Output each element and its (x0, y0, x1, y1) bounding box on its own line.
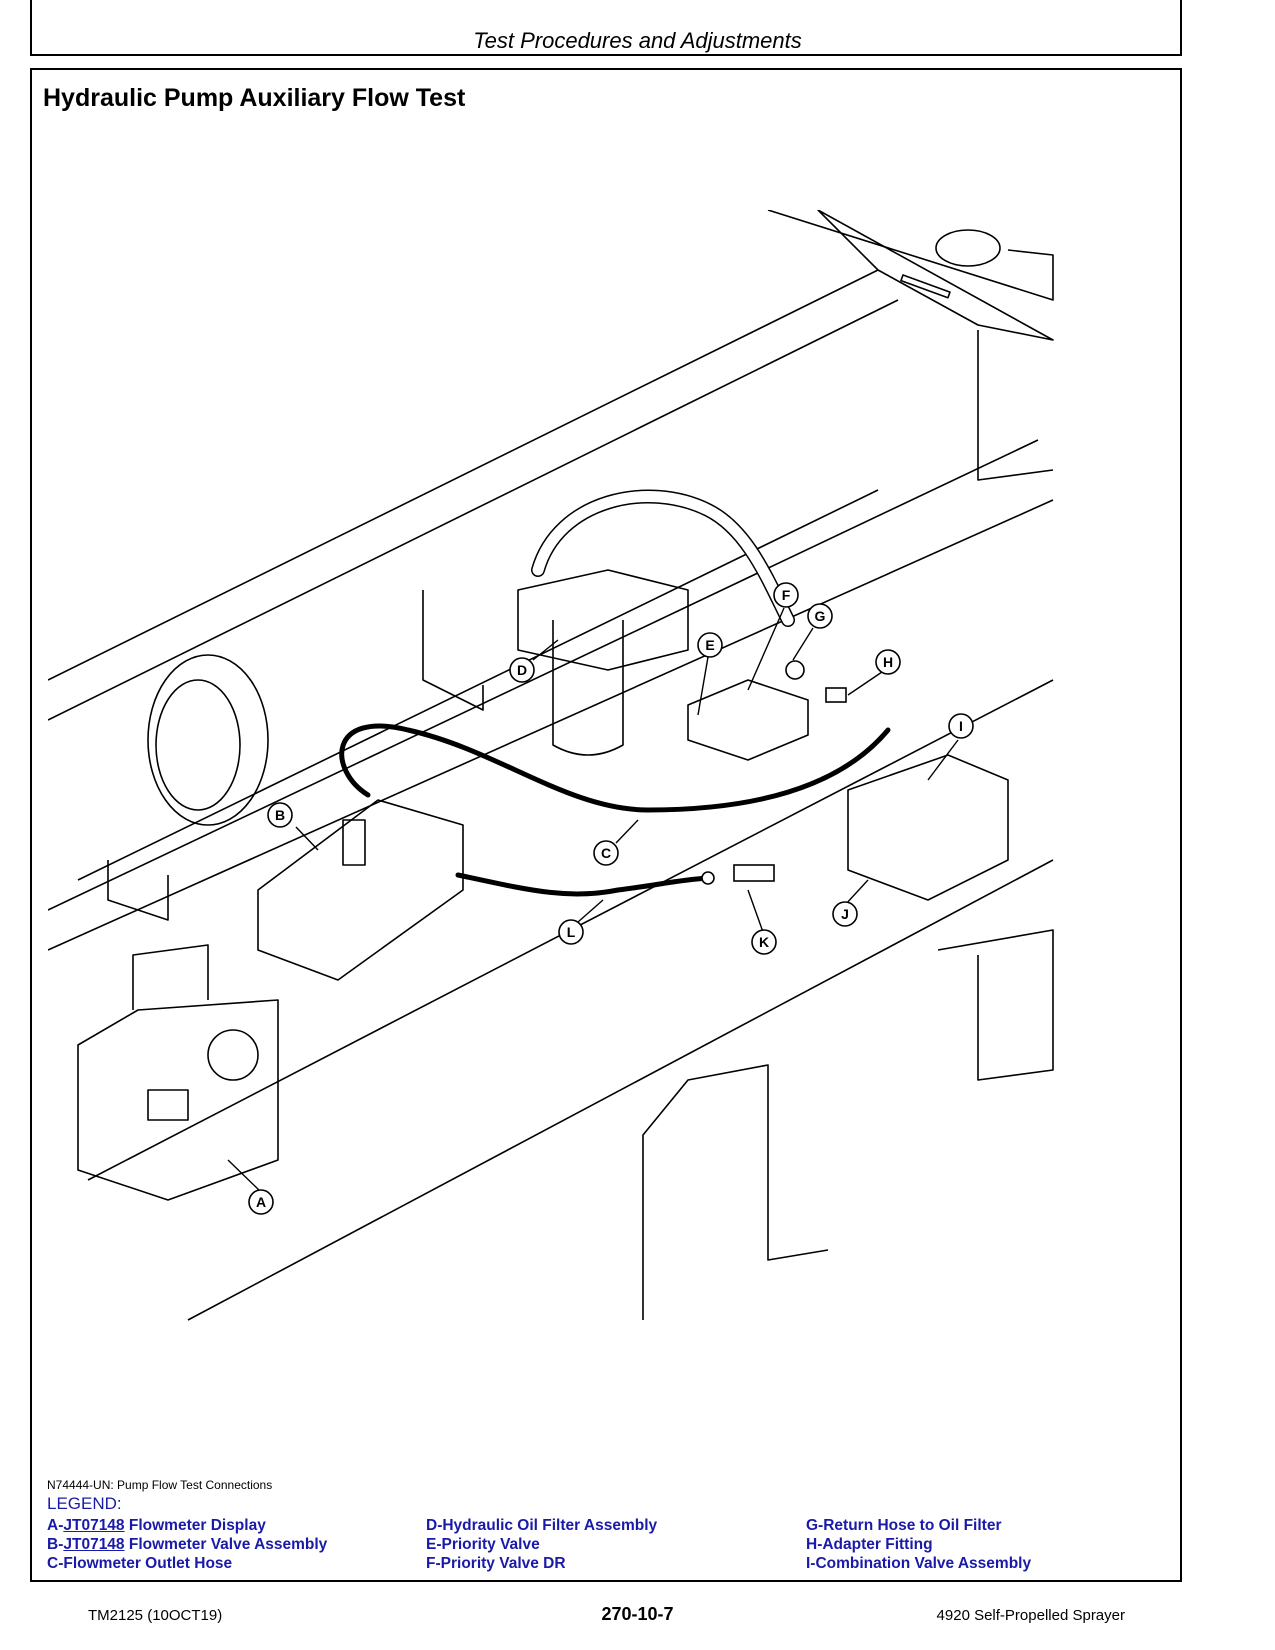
footer-doc-id: TM2125 (10OCT19) (88, 1607, 223, 1624)
svg-text:L: L (567, 924, 576, 940)
legend-item-e: E-Priority Valve (426, 1536, 540, 1553)
callout-e: E (697, 632, 723, 658)
svg-text:E: E (705, 637, 714, 653)
frame-rail-upper-edge2 (48, 299, 899, 721)
flowmeter-display-box (77, 999, 279, 1201)
hydraulic-diagram-figure: A B C D E F G H I J K L (48, 210, 1108, 1400)
svg-text:C: C (601, 845, 611, 861)
legend-item-g: G-Return Hose to Oil Filter (806, 1517, 1002, 1534)
lower-bracket (642, 1064, 829, 1320)
oil-filter-canister (552, 620, 624, 756)
hydraulic-diagram: A B C D E F G H I J K L (48, 210, 1054, 1321)
legend-item-a: A-JT07148 Flowmeter Display (47, 1517, 266, 1534)
callout-i: I (948, 713, 974, 739)
callout-k: K (751, 929, 777, 955)
header-frame (30, 0, 1182, 56)
adapter-fitting-h (825, 687, 847, 703)
svg-text:A: A (256, 1194, 266, 1210)
callout-a: A (248, 1189, 274, 1215)
legend-item-c: C-Flowmeter Outlet Hose (47, 1555, 233, 1572)
legend-item-f: F-Priority Valve DR (426, 1555, 566, 1572)
callout-d: D (509, 657, 535, 683)
flowmeter-outlet-hose (339, 723, 891, 813)
legend-item-d: D-Hydraulic Oil Filter Assembly (426, 1517, 658, 1534)
legend-column-1: A-JT07148 Flowmeter Display B-JT07148 Fl… (47, 1516, 327, 1573)
jt07148-link[interactable]: JT07148 (63, 1517, 125, 1534)
svg-text:B: B (275, 807, 285, 823)
tube-bracket2 (107, 860, 169, 921)
frame-ring-inner (155, 679, 241, 811)
callout-b: B (267, 802, 293, 828)
callout-g: G (807, 603, 833, 629)
tube-bracket (422, 590, 484, 711)
svg-text:H: H (883, 654, 893, 670)
legend-item-b: B-JT07148 Flowmeter Valve Assembly (47, 1536, 328, 1553)
footer-product: 4920 Self-Propelled Sprayer (936, 1607, 1125, 1624)
footer-page-number: 270-10-7 (601, 1604, 674, 1624)
callout-c: C (593, 840, 619, 866)
callout-l: L (558, 919, 584, 945)
callout-f: F (773, 582, 799, 608)
top-plate-edge (767, 210, 1054, 301)
frame-rail-upper-edge (48, 269, 879, 681)
svg-text:D: D (517, 662, 527, 678)
hose-end-l (701, 871, 715, 885)
page-title: Hydraulic Pump Auxiliary Flow Test (43, 84, 466, 112)
callout-h: H (875, 649, 901, 675)
flowmeter-inlet-hose (455, 872, 711, 897)
frame-rail-inner (77, 489, 879, 881)
return-hose-fill (532, 491, 794, 626)
svg-text:F: F (782, 587, 791, 603)
content-frame (30, 68, 1182, 1582)
jt07148-link[interactable]: JT07148 (63, 1536, 125, 1553)
combination-valve-body (847, 754, 1009, 901)
legend-column-2: D-Hydraulic Oil Filter Assembly E-Priori… (426, 1516, 657, 1573)
plate-hole (935, 229, 1001, 267)
side-bracket (937, 929, 1054, 1081)
display-screen (147, 1089, 189, 1121)
floor-edge2 (187, 859, 1054, 1321)
svg-text:I: I (959, 718, 963, 734)
cross-member (977, 330, 1054, 481)
legend-title: LEGEND: (47, 1494, 122, 1513)
floor-edge3 (48, 499, 1054, 951)
priority-valve-body (687, 679, 809, 761)
gauge (207, 1029, 259, 1081)
frame-ring (147, 654, 269, 826)
adapter-fitting-k (733, 864, 775, 882)
valve-fitting (342, 819, 366, 866)
section-header: Test Procedures and Adjustments (473, 28, 802, 53)
legend-item-h: H-Adapter Fitting (806, 1536, 933, 1553)
display-handle (132, 944, 209, 1010)
figure-caption: N74444-UN: Pump Flow Test Connections (47, 1478, 273, 1492)
flowmeter-valve-body (257, 799, 464, 981)
legend-item-i: I-Combination Valve Assembly (806, 1555, 1032, 1572)
callout-j: J (832, 901, 858, 927)
svg-text:J: J (841, 906, 849, 922)
svg-text:K: K (759, 934, 769, 950)
frame-rail-lower-edge (48, 439, 1039, 911)
filter-head (517, 569, 689, 671)
legend-column-3: G-Return Hose to Oil Filter H-Adapter Fi… (806, 1516, 1031, 1573)
hose-end-g (785, 660, 805, 680)
svg-text:G: G (815, 608, 826, 624)
top-plate (817, 210, 1054, 341)
plate-slot (900, 274, 951, 299)
